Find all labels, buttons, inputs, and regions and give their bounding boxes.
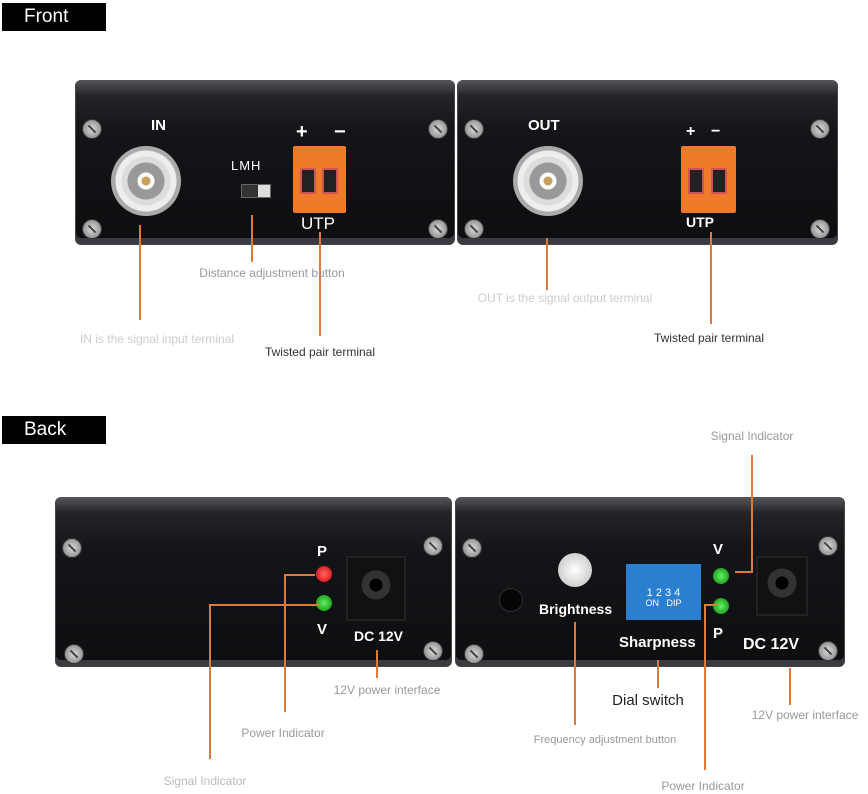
screw-icon	[464, 119, 484, 139]
plus-label: +	[686, 123, 696, 140]
screw-icon	[464, 219, 484, 239]
plus-label: +	[296, 121, 308, 143]
callout-line	[710, 232, 712, 324]
callout-line	[376, 650, 378, 678]
transmitter-front: IN LMH + − UTP	[75, 80, 455, 245]
callout-line	[209, 604, 211, 759]
receiver-back: Brightness 1 2 3 4 ON DIP Sharpness V P …	[455, 497, 845, 667]
dial-callout: Dial switch	[612, 692, 684, 709]
callout-line	[139, 225, 141, 320]
bnc-input-connector	[111, 146, 181, 216]
callout-line	[751, 455, 753, 573]
callout-line	[285, 574, 315, 576]
screw-icon	[428, 119, 448, 139]
power-led-red	[316, 566, 332, 582]
receiver-front: OUT + − UTP	[457, 80, 838, 245]
screw-icon	[810, 119, 830, 139]
hole	[499, 588, 523, 612]
sharpness-label: Sharpness	[619, 634, 696, 651]
back-section-label: Back	[2, 416, 106, 444]
dip-switch[interactable]: 1 2 3 4 ON DIP	[626, 564, 701, 620]
minus-label: −	[711, 123, 721, 140]
callout-line	[704, 604, 706, 770]
power-right-callout: Power Indicator	[661, 779, 745, 793]
screw-icon	[82, 219, 102, 239]
power-iface-right-callout: 12V power interface	[751, 708, 859, 722]
brightness-knob[interactable]	[558, 553, 592, 587]
callout-line	[319, 232, 321, 336]
screw-icon	[818, 641, 838, 661]
screw-icon	[428, 219, 448, 239]
callout-line	[546, 238, 548, 290]
power-left-callout: Power Indicator	[241, 726, 325, 740]
screw-icon	[423, 641, 443, 661]
frequency-callout: Frequency adjustment button	[533, 734, 677, 746]
screw-icon	[62, 538, 82, 558]
minus-label: −	[334, 121, 346, 143]
dc-jack	[346, 556, 406, 621]
callout-line	[735, 571, 753, 573]
out-label: OUT	[528, 117, 560, 134]
power-iface-left-callout: 12V power interface	[333, 683, 441, 697]
screw-icon	[810, 219, 830, 239]
utp-terminal	[293, 146, 346, 213]
v-label: V	[713, 541, 724, 558]
utp-terminal	[681, 146, 736, 213]
p-label: P	[317, 543, 328, 560]
signal-left-callout: Signal Indicator	[163, 774, 247, 788]
p-label: P	[713, 625, 724, 642]
in-callout: IN is the signal input terminal	[79, 332, 235, 346]
callout-line	[574, 622, 576, 725]
dc-label: DC 12V	[743, 636, 800, 653]
signal-led-green	[713, 568, 729, 584]
utp-label: UTP	[301, 214, 335, 233]
screw-icon	[82, 119, 102, 139]
callout-line	[704, 604, 718, 606]
distance-callout: Distance adjustment button	[199, 266, 345, 280]
power-led-green	[713, 598, 729, 614]
distance-switch[interactable]	[241, 184, 271, 198]
dc-jack	[756, 556, 808, 616]
callout-line	[284, 574, 286, 712]
dip-on-label: ON	[645, 598, 659, 608]
utp-label: UTP	[686, 214, 714, 230]
transmitter-back: P V DC 12V	[55, 497, 452, 667]
dc-label: DC 12V	[354, 628, 404, 644]
v-label: V	[317, 621, 328, 638]
screw-icon	[64, 644, 84, 664]
screw-icon	[464, 644, 484, 664]
front-section-label: Front	[2, 3, 106, 31]
brightness-label: Brightness	[539, 601, 613, 617]
lmh-label: LMH	[231, 158, 262, 173]
dip-label: DIP	[666, 598, 682, 608]
screw-icon	[818, 536, 838, 556]
callout-line	[657, 660, 659, 688]
bnc-output-connector	[513, 146, 583, 216]
signal-right-callout: Signal Indicator	[710, 429, 794, 443]
dip-numbers: 1 2 3 4	[646, 587, 681, 599]
in-label: IN	[151, 117, 166, 134]
callout-line	[210, 604, 320, 606]
callout-line	[789, 668, 791, 705]
twisted-left-callout: Twisted pair terminal	[264, 345, 376, 359]
twisted-right-callout: Twisted pair terminal	[653, 331, 765, 345]
out-callout: OUT is the signal output terminal	[477, 291, 653, 305]
screw-icon	[423, 536, 443, 556]
screw-icon	[462, 538, 482, 558]
signal-led-green	[316, 595, 332, 611]
callout-line	[251, 215, 253, 262]
